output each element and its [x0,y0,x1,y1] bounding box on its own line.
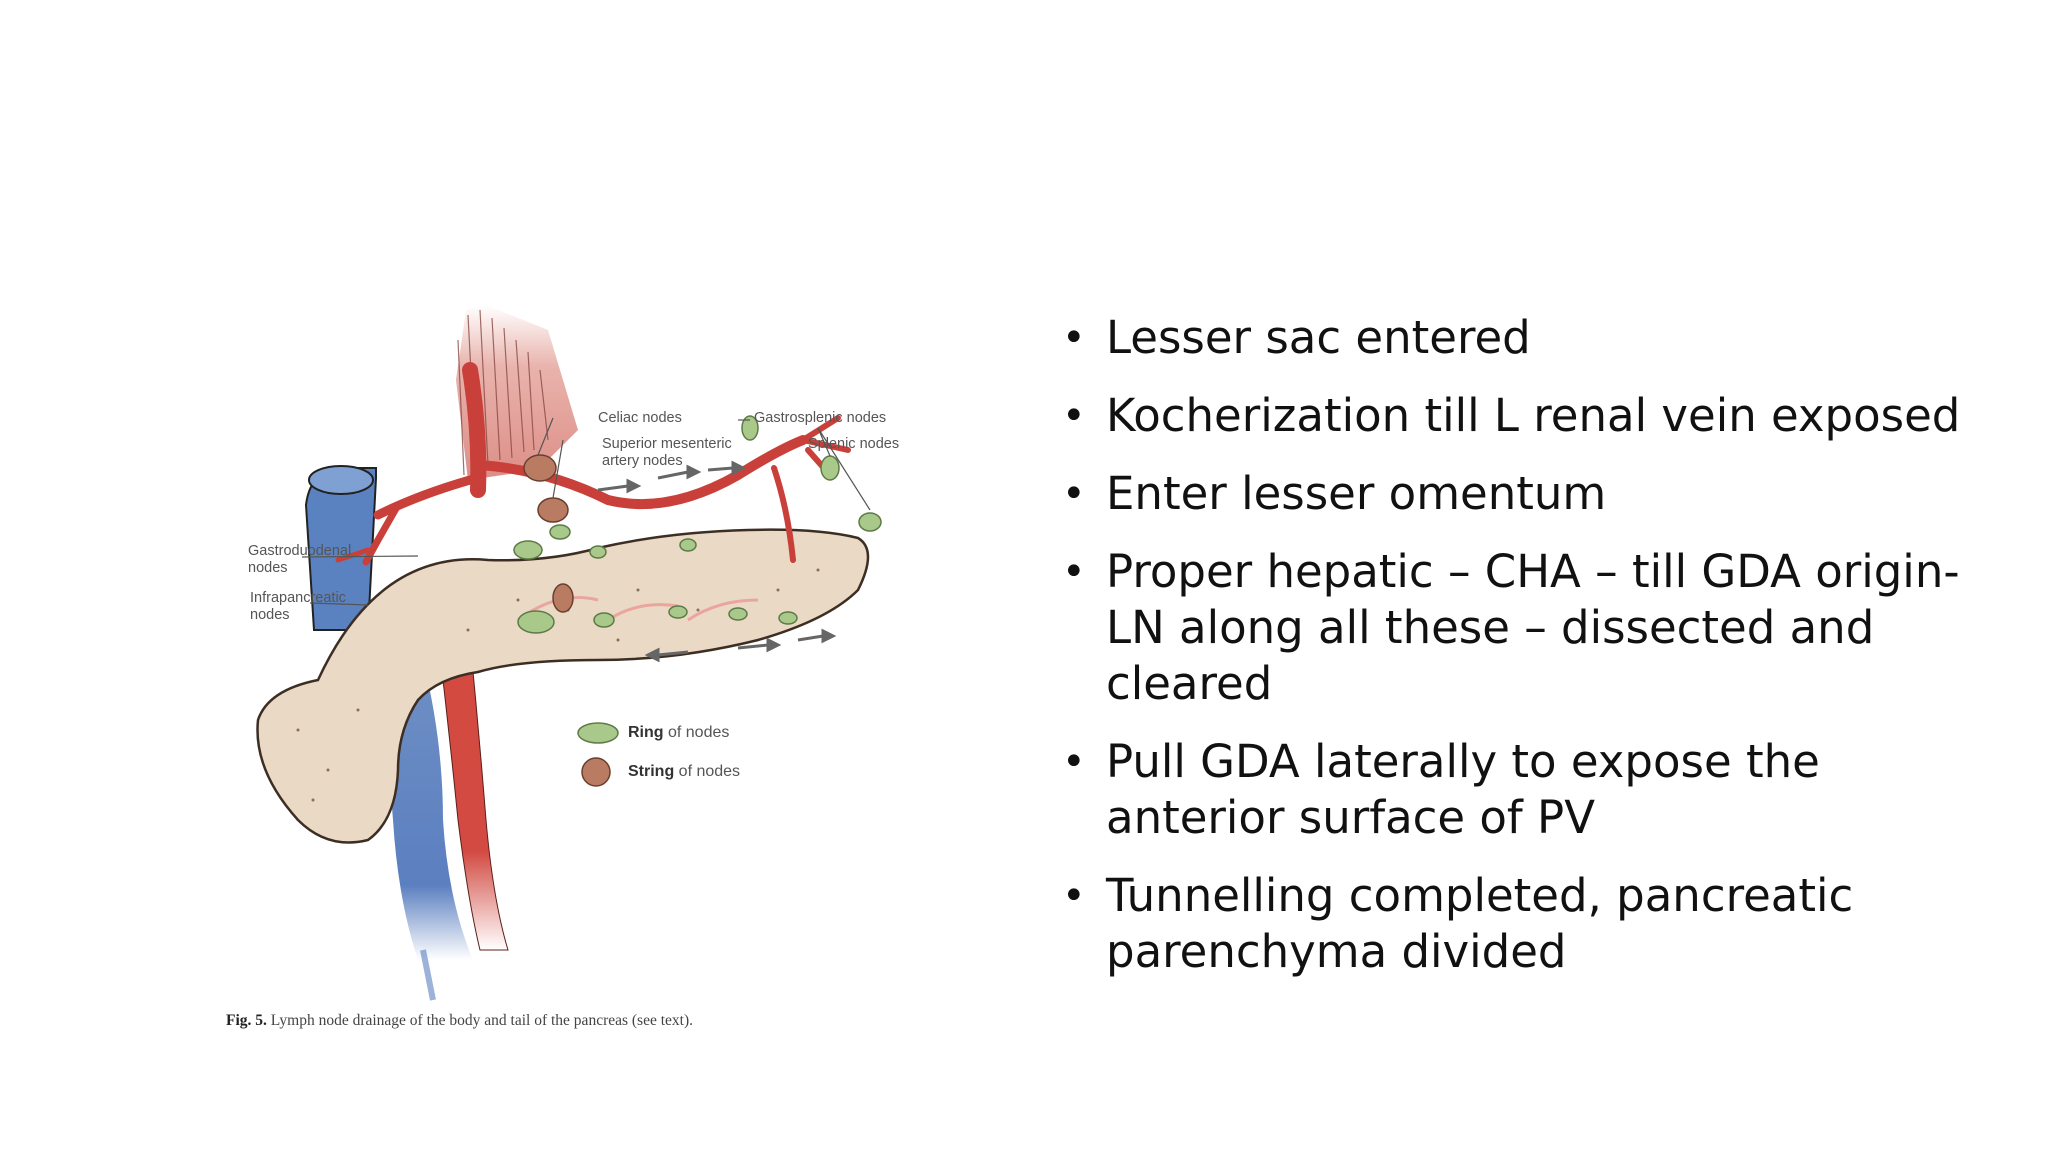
bullet-item: •Pull GDA laterally to expose the anteri… [1062,735,1820,844]
aorta [435,619,509,951]
drainage-arrows [597,460,837,663]
bullet-dot: • [1062,739,1086,785]
string-legend-swatch [581,757,611,787]
bullet-dot: • [1062,315,1086,361]
bullet-item: •Proper hepatic – CHA – till GDA origin-… [1062,545,1960,710]
bullet-item: •Enter lesser omentum [1062,467,1607,520]
gastroduodenal-nodes-label: Gastroduodenal nodes [248,543,352,576]
bullet-item: •Tunnelling completed, pancreatic parenc… [1062,869,1854,978]
bullet-item: •Lesser sac entered [1062,311,1531,364]
bullet-dot: • [1062,471,1086,517]
label-leaders [301,417,871,606]
gastrosplenic-nodes-label: Gastrosplenic nodes [754,410,887,426]
celiac-nodes-label: Celiac nodes [598,410,682,426]
sma-nodes-label: Superior mesenteric artery nodes [602,436,732,469]
bullet-dot: • [1062,393,1086,439]
ring-nodes [513,415,882,634]
pancreas-lymph-illustration [256,305,882,1001]
string-legend-label: String of nodes [628,763,741,780]
bullet-dot: • [1062,549,1086,595]
anatomy-figure: Celiac nodes Gastrosplenic nodes Superio… [218,300,918,1060]
ring-legend-swatch [577,722,619,744]
bullet-item: •Kocherization till L renal vein exposed [1062,389,1961,442]
bullet-list: •Lesser sac entered •Kocherization till … [1062,310,1982,1002]
string-nodes [523,454,574,613]
figure-caption: Fig. 5. Lymph node drainage of the body … [226,1012,694,1029]
ring-legend-label: Ring of nodes [628,724,730,741]
inferior-vena-cava [304,465,377,631]
splenic-nodes-label: Splenic nodes [808,436,900,452]
infrapancreatic-nodes-label: Infrapancreatic nodes [250,590,346,623]
bullet-dot: • [1062,873,1086,919]
